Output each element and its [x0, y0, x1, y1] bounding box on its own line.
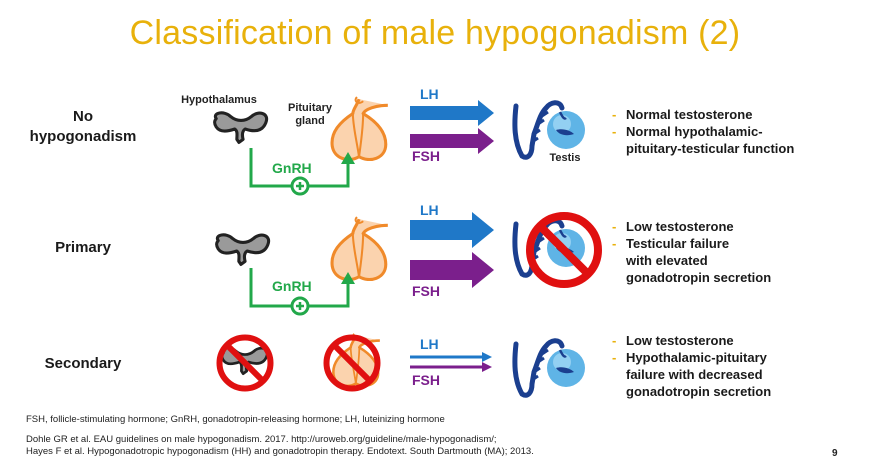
fsh-label: FSH [412, 148, 440, 164]
lh-arrow [410, 212, 495, 248]
fsh-label: FSH [412, 283, 440, 299]
hypothalamus-icon [212, 230, 274, 272]
row-label-no-hypogonadism: No hypogonadism [18, 107, 148, 147]
lh-arrow [410, 100, 495, 126]
lh-label: LH [420, 336, 439, 352]
lh-arrow-thin [410, 352, 492, 362]
prohibition-icon [524, 210, 604, 290]
prohibition-icon [312, 333, 392, 393]
testis-icon [510, 332, 590, 402]
fsh-label: FSH [412, 372, 440, 388]
slide-title: Classification of male hypogonadism (2) [0, 14, 870, 53]
bullets-primary: -Low testosterone -Testicular failure wi… [612, 218, 771, 286]
gnrh-label: GnRH [272, 278, 312, 294]
abbreviations-footnote: FSH, follicle-stimulating hormone; GnRH,… [26, 414, 445, 426]
row-label-secondary: Secondary [18, 354, 148, 374]
reference-1: Dohle GR et al. EAU guidelines on male h… [26, 434, 497, 446]
testis-label: Testis [540, 152, 590, 165]
prohibition-icon [205, 333, 285, 393]
gnrh-label: GnRH [272, 160, 312, 176]
bullets-secondary: -Low testosterone -Hypothalamic-pituitar… [612, 332, 771, 400]
reference-2: Hayes F et al. Hypogonadotropic hypogona… [26, 446, 534, 458]
page-number: 9 [832, 448, 838, 459]
bullets-no-hypogonadism: -Normal testosterone -Normal hypothalami… [612, 106, 794, 157]
hypothalamus-icon [210, 108, 272, 150]
row-label-primary: Primary [18, 238, 148, 258]
fsh-arrow-thin [410, 362, 492, 372]
hypothalamus-label: Hypothalamus [163, 94, 275, 107]
